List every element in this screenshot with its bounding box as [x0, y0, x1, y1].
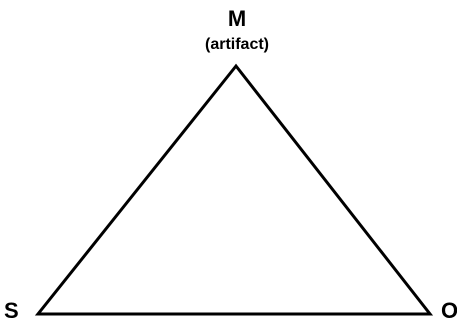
triangle-shape: [34, 63, 434, 316]
vertex-sublabel-artifact: (artifact): [204, 36, 270, 53]
vertex-label-m: M: [227, 6, 247, 31]
vertex-label-o: O: [441, 298, 457, 323]
vertex-label-s: S: [4, 298, 19, 323]
